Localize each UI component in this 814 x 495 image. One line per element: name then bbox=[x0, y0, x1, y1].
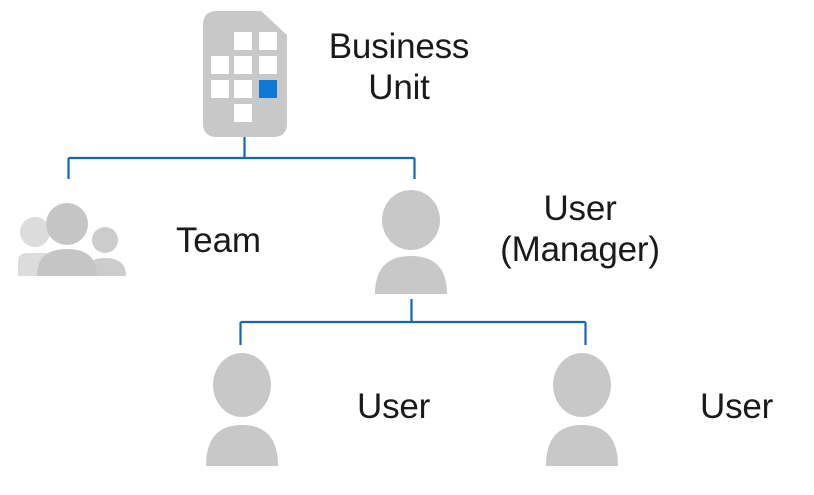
person-head bbox=[553, 353, 611, 417]
person-icon bbox=[203, 353, 281, 466]
person-head bbox=[213, 353, 271, 417]
user-right-label: User bbox=[700, 387, 774, 426]
user-manager-label-line1: User bbox=[543, 189, 617, 228]
office-building-icon bbox=[203, 11, 287, 137]
team-label: Team bbox=[176, 221, 261, 260]
team-person-center bbox=[37, 203, 97, 276]
user-manager-label-line2: (Manager) bbox=[500, 230, 660, 270]
person-body bbox=[546, 425, 618, 466]
person-head bbox=[382, 190, 440, 250]
team-person-right bbox=[84, 227, 126, 276]
person-body bbox=[375, 256, 447, 294]
people-group-icon bbox=[14, 200, 126, 280]
person-icon bbox=[372, 190, 450, 294]
person-body bbox=[206, 425, 278, 466]
business-unit-label-line2: Unit bbox=[368, 68, 430, 108]
user-manager-label: User(Manager) bbox=[480, 188, 680, 271]
user-left-label: User bbox=[357, 387, 431, 426]
building-accent-window bbox=[259, 80, 277, 98]
person-icon bbox=[543, 353, 621, 466]
business-unit-label-line1: Business bbox=[328, 27, 470, 66]
